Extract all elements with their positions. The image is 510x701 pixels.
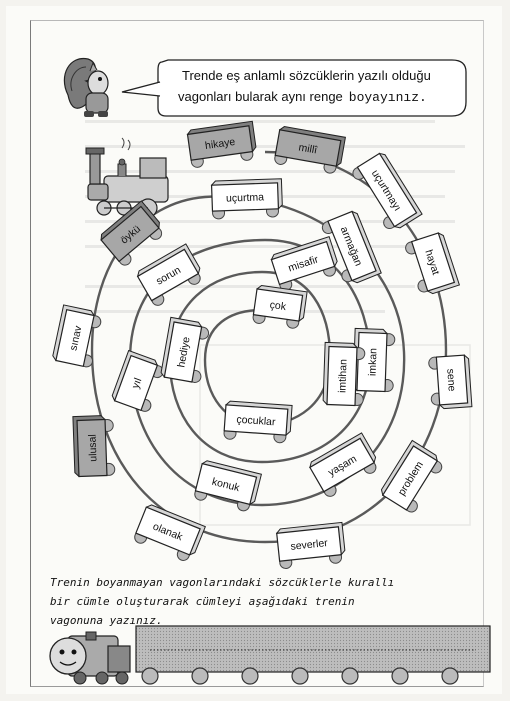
- wagon-body[interactable]: [270, 240, 336, 286]
- train-wagon[interactable]: yaşam: [308, 432, 382, 499]
- wagon-body[interactable]: [186, 125, 254, 161]
- train-wagon[interactable]: sene: [428, 354, 473, 410]
- wagon-body[interactable]: [113, 354, 159, 412]
- wagon-label: yıl: [130, 376, 145, 390]
- wagon-body[interactable]: [327, 210, 377, 282]
- instruction-speech-bubble: Trende eş anlamlı sözcüklerin yazılı old…: [121, 59, 467, 117]
- train-wagon[interactable]: uçurtma: [210, 178, 283, 220]
- wagon-label: imtihan: [336, 359, 349, 393]
- squirrel-mascot-icon: [63, 57, 109, 117]
- wagon-body[interactable]: [76, 418, 108, 478]
- wagon-label: çocuklar: [236, 414, 276, 429]
- train-wagon[interactable]: öykü: [99, 200, 168, 268]
- wagon-body[interactable]: [435, 354, 469, 406]
- train-wagon[interactable]: hayat: [404, 232, 461, 298]
- wagon-body[interactable]: [276, 526, 342, 562]
- train-wagon[interactable]: ulusal: [72, 415, 116, 478]
- wagon-label: hikaye: [204, 136, 236, 152]
- wagon-body[interactable]: [163, 321, 203, 383]
- wagon-body[interactable]: [381, 445, 439, 511]
- train-wagon[interactable]: yıl: [111, 349, 166, 414]
- wagon-label: ulusal: [87, 434, 100, 462]
- wagon-body[interactable]: [356, 331, 388, 393]
- bottom-instruction-line-2: bir cümle oluşturarak cümleyi aşağıdaki …: [50, 595, 355, 608]
- wagon-body[interactable]: [55, 308, 95, 368]
- wagon-body[interactable]: [252, 288, 304, 322]
- locomotive-icon: [85, 137, 169, 218]
- wagon-body[interactable]: [326, 345, 358, 407]
- bottom-instruction-line-3: vagonuna yazınız.: [50, 614, 163, 627]
- train-wagon[interactable]: sorun: [136, 243, 206, 308]
- cartoon-train-engine-icon: [49, 631, 131, 685]
- wagon-body[interactable]: [100, 205, 160, 263]
- wagon-label: hediye: [175, 336, 192, 369]
- wagon-label: sene: [444, 368, 458, 392]
- answer-wagon[interactable]: [135, 625, 491, 673]
- train-wagon[interactable]: çocuklar: [223, 400, 293, 444]
- answer-wagon-wheels: [141, 667, 459, 685]
- train-wagon[interactable]: sınav: [52, 304, 103, 368]
- train-wagon[interactable]: misafir: [270, 236, 341, 292]
- worksheet-page: [6, 6, 502, 694]
- page-border: [30, 20, 484, 687]
- train-wagon[interactable]: millî: [274, 126, 346, 175]
- wagon-label: severler: [290, 537, 329, 553]
- wagon-label: imkan: [367, 348, 380, 377]
- wagon-body[interactable]: [136, 248, 200, 302]
- bottom-instruction-line-1: Trenin boyanmayan vagonlarındaki sözcükl…: [50, 576, 394, 589]
- wagon-body[interactable]: [223, 404, 289, 436]
- wagon-body[interactable]: [210, 182, 280, 212]
- bottom-instruction: Trenin boyanmayan vagonlarındaki sözcükl…: [50, 576, 394, 627]
- instruction-line-1: Trende eş anlamlı sözcüklerin yazılı old…: [182, 68, 431, 83]
- wagon-body[interactable]: [194, 462, 258, 506]
- instruction-line-2: vagonları bularak aynı renge boyayınız.: [178, 89, 427, 105]
- wagon-body[interactable]: [135, 506, 201, 556]
- train-wagon[interactable]: hediye: [160, 316, 210, 383]
- wagon-label: çok: [269, 299, 288, 313]
- wagon-body[interactable]: [356, 152, 418, 228]
- instruction-line-2-text: vagonları bularak aynı renge: [178, 89, 343, 104]
- wagon-body[interactable]: [274, 129, 342, 167]
- train-wagon[interactable]: severler: [275, 521, 346, 570]
- wagon-body[interactable]: [410, 232, 456, 292]
- train-wagon[interactable]: imtihan: [322, 341, 366, 407]
- wagon-label: sınav: [67, 324, 84, 352]
- train-wagon[interactable]: çok: [252, 284, 308, 330]
- instruction-line-2-mono: boyayınız.: [349, 90, 427, 105]
- wagon-label: uçurtma: [226, 191, 264, 204]
- wagon-label: millî: [298, 141, 320, 156]
- train-wagon[interactable]: imkan: [352, 327, 396, 393]
- train-wagon[interactable]: olanak: [133, 503, 206, 563]
- bottom-train: [49, 625, 491, 685]
- train-wagon[interactable]: hikaye: [186, 120, 258, 168]
- train-wagon[interactable]: problem: [379, 439, 446, 514]
- train-wagon[interactable]: konuk: [194, 460, 263, 513]
- wagon-body[interactable]: [309, 437, 375, 493]
